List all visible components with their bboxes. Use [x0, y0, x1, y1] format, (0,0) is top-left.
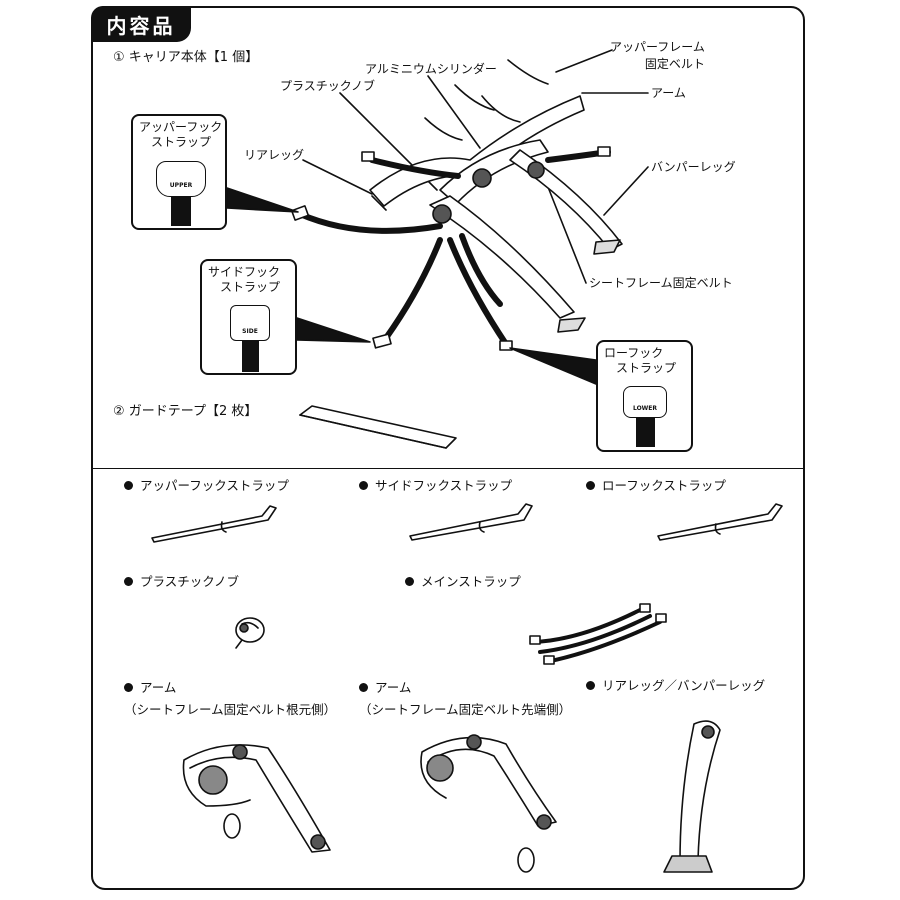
bullet-icon [586, 681, 595, 690]
label-seat-frame-belt: シートフレーム固定ベルト [589, 276, 733, 290]
callout-upper-title: アッパーフック ストラップ [139, 120, 223, 149]
callout-side-hook-strap: サイドフック ストラップ SIDE [200, 259, 297, 375]
guard-tape-illustration [299, 405, 457, 449]
callout-upper-hook-strap: アッパーフック ストラップ UPPER [131, 114, 227, 230]
part-plastic-knob: プラスチックノブ [124, 573, 239, 591]
bullet-icon [124, 683, 133, 692]
bullet-icon [124, 481, 133, 490]
content-frame [91, 6, 805, 890]
side-strap-band [242, 340, 259, 372]
upper-plate: UPPER [156, 161, 206, 197]
section-title: 内容品 [91, 6, 191, 42]
callout-upper-pointer [226, 187, 299, 213]
rear-bumper-leg-illustration [663, 720, 721, 873]
bullet-icon [359, 481, 368, 490]
side-plate: SIDE [230, 305, 270, 341]
callout-lower-hook-strap: ローフック ストラップ LOWER [596, 340, 693, 452]
part-low-hook-strap: ローフックストラップ [586, 477, 726, 495]
label-arm: アーム [651, 86, 686, 100]
arm-tip-side-illustration [420, 734, 557, 873]
label-rear-leg: リアレッグ [244, 148, 305, 162]
arm-base-side-illustration [182, 744, 331, 853]
callout-side-title: サイドフック ストラップ [208, 265, 281, 294]
carrier-arms-illustration [369, 59, 623, 333]
guard-tape-heading: ② ガードテープ【2 枚】 [113, 404, 258, 419]
bullet-icon [405, 577, 414, 586]
label-plastic-knob: プラスチックノブ [280, 79, 376, 93]
hook-strap-illustrations [151, 503, 783, 543]
callout-lower-title: ローフック ストラップ [604, 346, 677, 375]
plastic-knob-illustration [235, 617, 265, 649]
part-side-hook-strap: サイドフックストラップ [359, 477, 512, 495]
label-upper-frame-belt: アッパーフレーム 固定ベルト [610, 40, 705, 71]
section-divider [91, 468, 805, 469]
part-upper-hook-strap: アッパーフックストラップ [124, 477, 289, 495]
upper-strap-band [171, 196, 191, 226]
part-arm-base-side: アーム （シートフレーム固定ベルト根元側） [124, 680, 337, 717]
label-bumper-leg: バンパーレッグ [651, 160, 736, 174]
leader-lines [302, 49, 649, 284]
carrier-heading: ① キャリア本体【1 個】 [113, 50, 259, 65]
bullet-icon [124, 577, 133, 586]
main-strap-illustration [529, 603, 667, 665]
callout-side-pointer [296, 317, 371, 343]
bullet-icon [586, 481, 595, 490]
callout-lower-pointer [509, 347, 597, 385]
part-rear-bumper-leg: リアレッグ／バンパーレッグ [586, 677, 765, 695]
bullet-icon [359, 683, 368, 692]
strap-hooks [290, 146, 611, 351]
label-aluminum-cylinder: アルミニウムシリンダー [365, 62, 497, 76]
part-main-strap: メインストラップ [405, 573, 521, 591]
part-arm-tip-side: アーム （シートフレーム固定ベルト先端側） [359, 680, 572, 717]
lower-strap-band [636, 417, 655, 447]
